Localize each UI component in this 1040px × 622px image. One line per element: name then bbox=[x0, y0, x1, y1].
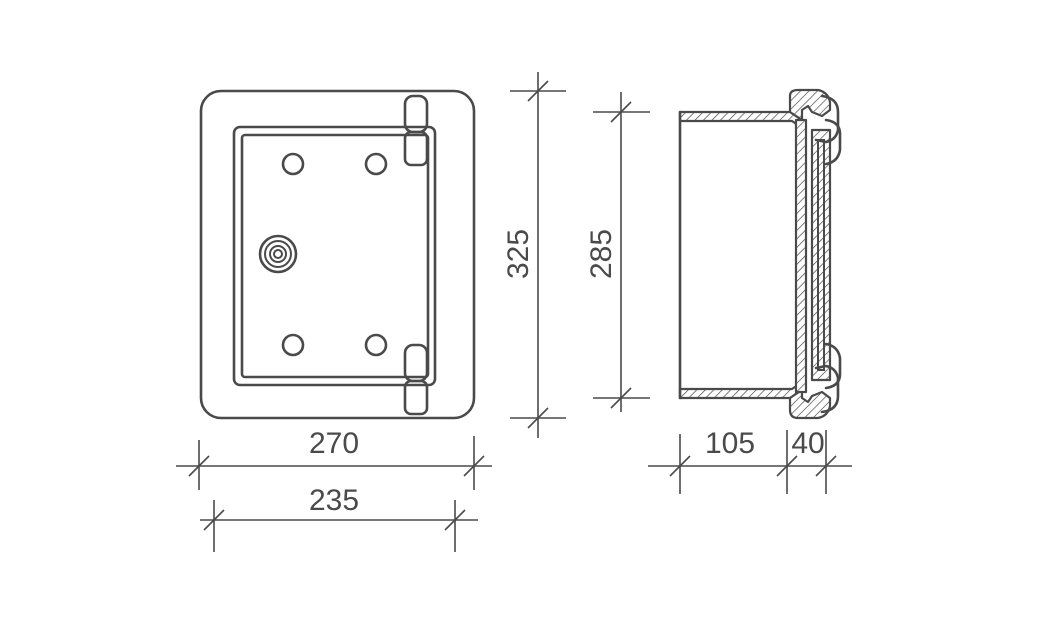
door-panel-outer bbox=[232, 125, 437, 387]
bolt-top-right bbox=[364, 152, 388, 176]
side-hinge-bottom bbox=[814, 364, 840, 414]
frame-profile-bottom bbox=[788, 388, 832, 420]
bolt-bottom-right bbox=[364, 333, 388, 357]
dimension-outer-width: 270 bbox=[176, 427, 492, 490]
box-top-wall bbox=[678, 110, 804, 130]
dimension-inner-width: 235 bbox=[200, 484, 478, 552]
outer-frame bbox=[199, 89, 476, 420]
dimension-inner-height: 285 bbox=[585, 92, 650, 412]
dimension-depth: 105 40 bbox=[648, 427, 852, 494]
bolt-bottom-left bbox=[281, 333, 305, 357]
frame-profile bbox=[788, 88, 832, 122]
side-hinge-top bbox=[814, 94, 840, 144]
frame-side bbox=[794, 118, 808, 394]
dimension-label-285: 285 bbox=[585, 229, 618, 279]
dimension-outer-height: 325 bbox=[502, 72, 566, 438]
hinge-top bbox=[403, 94, 429, 167]
box-bottom-wall bbox=[678, 380, 804, 400]
side-hinge-bottom-knuckle bbox=[824, 342, 842, 390]
dimension-label-270: 270 bbox=[309, 427, 359, 460]
hinge-bottom bbox=[403, 343, 429, 416]
door-section bbox=[810, 128, 832, 382]
dimension-label-235: 235 bbox=[309, 484, 359, 517]
side-view bbox=[678, 88, 842, 420]
dimension-label-105: 105 bbox=[705, 427, 755, 460]
dimension-label-40: 40 bbox=[791, 427, 824, 460]
side-hinge-top-knuckle bbox=[824, 118, 842, 166]
front-view bbox=[199, 89, 476, 420]
door-panel-inner bbox=[240, 133, 430, 379]
dimension-label-325: 325 bbox=[502, 229, 535, 279]
lock-knob bbox=[258, 234, 298, 274]
bolt-top-left bbox=[281, 152, 305, 176]
